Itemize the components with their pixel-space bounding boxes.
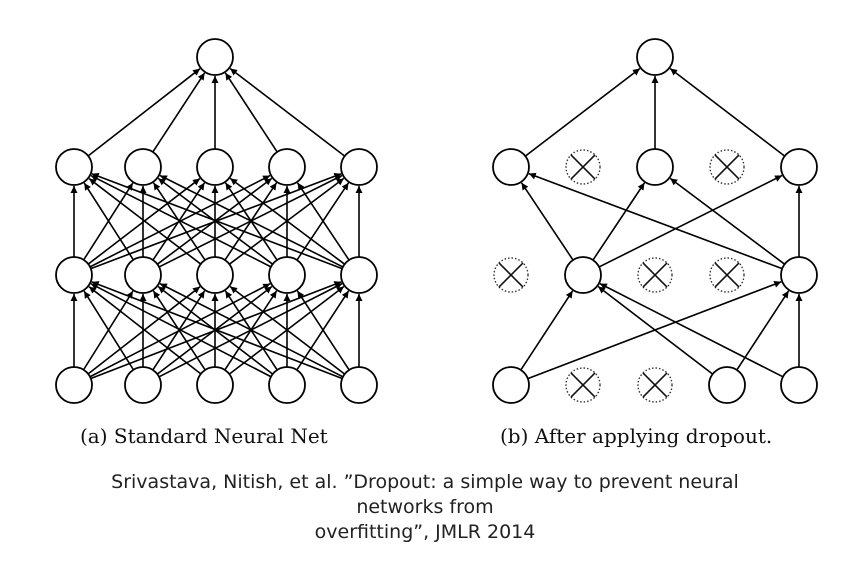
unit-a-l1-3 (268, 256, 306, 294)
edge-a-l1-4-3 (296, 182, 350, 261)
unit-a-output (196, 38, 234, 76)
edge-b-7 (592, 182, 646, 261)
edge-a-out-4 (229, 67, 346, 157)
unit-a-l2-1 (124, 148, 162, 186)
edge-b-4 (599, 282, 784, 378)
panel-a-units (55, 38, 378, 404)
dropped-unit-b-hidden2-3 (709, 149, 745, 185)
citation-line-1: Srivastava, Nitish, et al. ”Dropout: a s… (111, 471, 739, 493)
unit-a-l1-1 (124, 256, 162, 294)
citation: Srivastava, Nitish, et al. ”Dropout: a s… (0, 470, 850, 545)
dropped-unit-b-input-2 (637, 367, 673, 403)
unit-b-hidden1-4 (780, 256, 818, 294)
citation-line-3: overfitting”, JMLR 2014 (314, 521, 536, 543)
dropped-unit-b-hidden1-2 (637, 257, 673, 293)
edge-a-l1-4-1 (159, 174, 344, 268)
citation-line-2: networks from (356, 496, 494, 518)
unit-b-hidden1-1 (564, 256, 602, 294)
edge-a-l1-4-0 (91, 172, 343, 270)
edge-a-out-1 (152, 72, 206, 153)
edge-b-6 (520, 182, 574, 261)
edge-a-l0-2-1 (152, 290, 206, 371)
edge-a-l0-2-0 (88, 286, 202, 375)
edge-b-9 (528, 172, 783, 270)
edge-b-3 (736, 290, 790, 371)
edge-b-12 (524, 67, 641, 157)
edge-b-2 (597, 285, 714, 375)
dropped-unit-b-input-1 (565, 367, 601, 403)
unit-a-l1-0 (55, 256, 93, 294)
unit-b-input-0 (492, 366, 530, 404)
unit-a-l2-0 (55, 148, 93, 186)
caption-standard-net: (a) Standard Neural Net (80, 424, 328, 448)
edge-b-10 (669, 177, 786, 265)
edge-b-0 (520, 290, 574, 371)
unit-a-l0-0 (55, 366, 93, 404)
unit-a-l1-2 (196, 256, 234, 294)
unit-b-input-3 (708, 366, 746, 404)
unit-b-hidden2-0 (492, 148, 530, 186)
edge-a-l0-1-0 (83, 290, 135, 371)
edge-b-14 (669, 67, 786, 157)
edge-a-l1-2-1 (152, 182, 206, 261)
dropped-unit-b-hidden1-3 (709, 257, 745, 293)
edge-a-l1-3-0 (90, 174, 272, 268)
panel-a-connections (70, 67, 363, 380)
dropout-diagram (55, 38, 818, 404)
dropped-unit-b-hidden2-1 (565, 149, 601, 185)
unit-a-l0-1 (124, 366, 162, 404)
edge-a-l0-4-2 (229, 285, 346, 375)
dropped-unit-b-hidden1-0 (493, 257, 529, 293)
edge-a-l1-2-0 (88, 177, 202, 265)
unit-a-l0-4 (340, 366, 378, 404)
unit-b-hidden2-4 (780, 148, 818, 186)
edge-a-l0-4-1 (159, 282, 344, 378)
edge-a-l0-3-0 (90, 283, 272, 378)
edge-a-out-0 (87, 68, 201, 157)
edge-a-l0-4-3 (296, 290, 350, 371)
caption-dropout-net: (b) After applying dropout. (500, 424, 773, 448)
unit-a-l2-3 (268, 148, 306, 186)
edge-b-8 (598, 174, 783, 268)
unit-b-input-4 (780, 366, 818, 404)
unit-a-l2-2 (196, 148, 234, 186)
unit-a-l2-4 (340, 148, 378, 186)
unit-a-l0-3 (268, 366, 306, 404)
unit-a-l0-2 (196, 366, 234, 404)
unit-b-hidden2-2 (636, 148, 674, 186)
edge-a-l0-4-0 (91, 281, 343, 380)
unit-b-output (636, 38, 674, 76)
panel-b-units (492, 38, 818, 404)
edge-a-l1-4-2 (229, 177, 346, 265)
panel-b-connections (520, 67, 803, 380)
unit-a-l1-4 (340, 256, 378, 294)
edge-a-l1-1-0 (83, 182, 134, 261)
edge-a-out-3 (224, 72, 278, 153)
